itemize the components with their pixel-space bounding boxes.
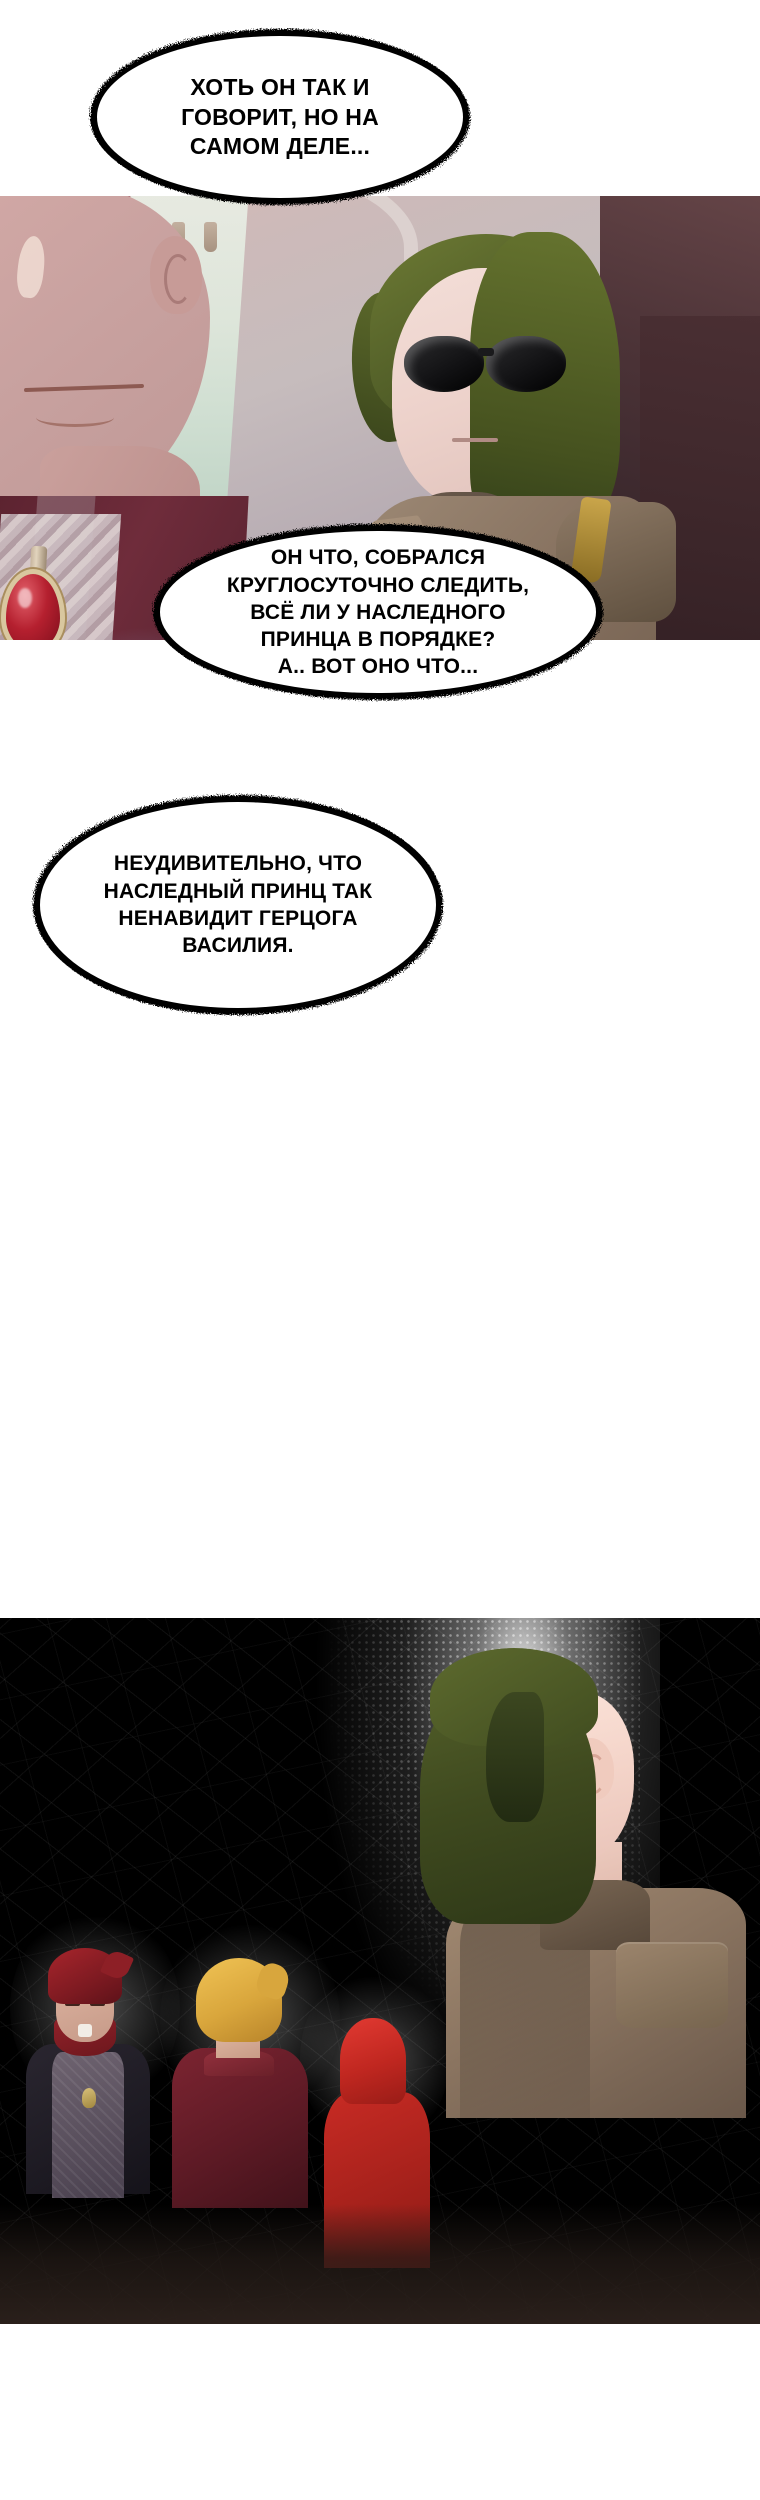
- speech-bubble-1: ХОТЬ ОН ТАК И ГОВОРИТ, НО НА САМОМ ДЕЛЕ.…: [85, 25, 475, 210]
- noble-patterned-vest: [52, 2052, 124, 2198]
- bubble-outline-jagged: [90, 29, 470, 205]
- noble-eye-right: [90, 2002, 105, 2006]
- sunglasses-bridge: [478, 348, 494, 356]
- noble-pendant: [82, 2088, 96, 2108]
- lower-lip: [36, 408, 114, 427]
- speech-bubble-2-text: ОН ЧТО, СОБРАЛСЯ КРУГЛОСУТОЧНО СЛЕДИТЬ, …: [226, 546, 530, 679]
- figure-blond-man: [172, 1958, 336, 2218]
- protagonist-side-hair: [486, 1692, 544, 1822]
- figure-green-haired-protagonist: [420, 1648, 760, 2134]
- figure-red-haired-noble: [26, 1947, 178, 2208]
- panel2-floor-gradient: [0, 2204, 760, 2324]
- sunglasses-left-lens: [404, 336, 484, 392]
- protagonist-coat-flap: [616, 1942, 728, 2028]
- speech-bubble-2: ОН ЧТО, СОБРАЛСЯ КРУГЛОСУТОЧНО СЛЕДИТЬ, …: [148, 520, 608, 705]
- bubble-outline-jagged: [33, 795, 443, 1015]
- green-haired-man-mouth: [452, 438, 498, 442]
- gem-highlight: [18, 588, 32, 608]
- noble-eye-left: [65, 2002, 80, 2006]
- bubble-outline-jagged: [153, 524, 603, 700]
- hooded-head: [340, 2018, 406, 2104]
- ear-inner: [164, 254, 192, 304]
- comic-panel-2: [0, 1618, 760, 2324]
- speech-bubble-3-text: НЕУДИВИТЕЛЬНО, ЧТО НАСЛЕДНЫЙ ПРИНЦ ТАК Н…: [103, 852, 373, 958]
- sunglasses-right-lens: [486, 336, 566, 392]
- speech-bubble-1-text: ХОТЬ ОН ТАК И ГОВОРИТ, НО НА САМОМ ДЕЛЕ.…: [181, 73, 379, 160]
- speech-bubble-3: НЕУДИВИТЕЛЬНО, ЧТО НАСЛЕДНЫЙ ПРИНЦ ТАК Н…: [28, 790, 448, 1020]
- tassel-3: [204, 222, 217, 252]
- noble-mouth: [78, 2024, 92, 2037]
